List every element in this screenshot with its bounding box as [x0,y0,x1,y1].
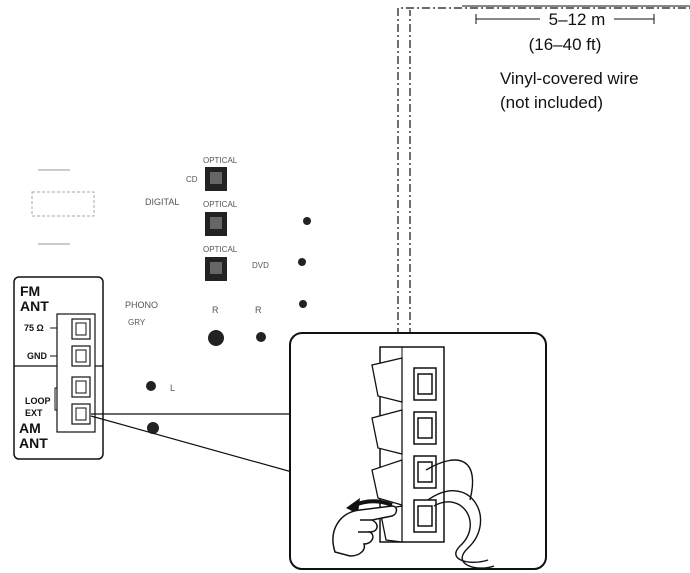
am-loop-terminal [71,376,91,398]
dvd-label: DVD [252,261,269,270]
antenna-wire-guide [397,5,690,336]
optical-jack-3 [205,257,227,281]
loop-label: LOOP [25,396,51,406]
jack-mark-4: L [170,383,175,393]
antenna-terminal-panel: FM ANT 75 Ω GND LOOP EXT AM ANT [13,276,104,460]
jack-mark-2: R [212,305,219,315]
wire-type-label: Vinyl-covered wire [500,69,639,88]
fm-heading-1: FM [20,283,40,299]
am-heading-2: ANT [19,435,48,451]
ground-label: GND [27,351,48,361]
fm-heading-2: ANT [20,298,49,314]
wire-length-imperial: (16–40 ft) [529,35,602,54]
wire-length-metric: 5–12 m [549,10,606,29]
zoom-terminal-windows [413,367,437,533]
fm-75-ohm-terminal [71,318,91,340]
rear-panel-jacks [146,217,311,434]
fm-gnd-terminal [71,345,91,367]
wire-not-included-label: (not included) [500,93,603,112]
zoom-callout-lines [90,413,293,473]
terminal-zoom-detail [289,332,547,570]
rear-panel-sticker [31,169,95,245]
cd-label: CD [186,175,198,184]
finger-pressing-icon [332,505,398,557]
optical-label-2: OPTICAL [203,200,238,209]
rear-panel-background: DIGITAL OPTICAL OPTICAL OPTICAL CD DVD P… [31,156,311,434]
terminal-levers [371,357,403,543]
optical-label-1: OPTICAL [203,156,238,165]
wire-length-dimension: 5–12 m (16–40 ft) Vinyl-covered wire (no… [475,10,655,112]
vinyl-wire-inserted [425,459,495,569]
phono-label: PHONO [125,300,158,310]
am-heading-1: AM [19,420,41,436]
impedance-label: 75 Ω [24,323,44,333]
jack-mark-3: R [255,305,262,315]
optical-jack-1 [205,167,227,191]
ext-label: EXT [25,408,43,418]
digital-label: DIGITAL [145,197,179,207]
optical-jack-2 [205,212,227,236]
jack-mark-1: GRY [128,318,146,327]
am-ext-terminal [71,403,91,425]
optical-label-3: OPTICAL [203,245,238,254]
